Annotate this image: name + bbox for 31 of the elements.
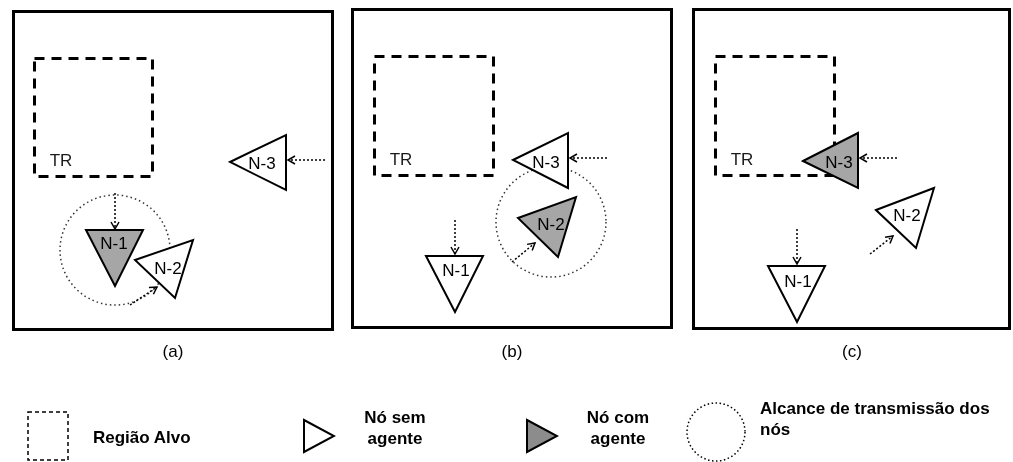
node-label: N-1 [442, 261, 470, 279]
node-label: N-2 [154, 259, 182, 277]
movement-arrow [129, 286, 158, 306]
movement-arrow [287, 155, 326, 165]
legend-text: Nó com agente [585, 407, 651, 449]
node-label: N-2 [893, 206, 921, 224]
movement-arrow [569, 153, 608, 163]
movement-arrow [869, 235, 894, 255]
panel-caption: (b) [501, 342, 523, 362]
node-label: N-3 [825, 153, 853, 171]
node-label: N-1 [784, 272, 812, 290]
movement-arrow [792, 228, 802, 265]
movement-arrow [511, 242, 536, 263]
node-label: TR [49, 151, 73, 169]
node-label: N-3 [532, 153, 560, 171]
movement-arrow [450, 219, 460, 255]
movement-arrow [110, 192, 120, 230]
panel-frame [12, 10, 334, 331]
legend-text: Nó sem agente [363, 407, 427, 449]
node-label: N-2 [537, 215, 565, 233]
node-label: TR [730, 150, 754, 168]
node-label: N-3 [248, 154, 276, 172]
movement-arrow [859, 153, 898, 163]
panel-frame [692, 8, 1011, 330]
legend-text: Alcance de transmissão dos nós [760, 398, 991, 440]
panel-caption: (c) [842, 342, 862, 362]
node-label: N-1 [100, 234, 128, 252]
legend-text: Região Alvo [93, 427, 191, 448]
node-label: TR [389, 150, 413, 168]
panel-frame [351, 8, 673, 329]
panel-caption: (a) [162, 342, 184, 362]
